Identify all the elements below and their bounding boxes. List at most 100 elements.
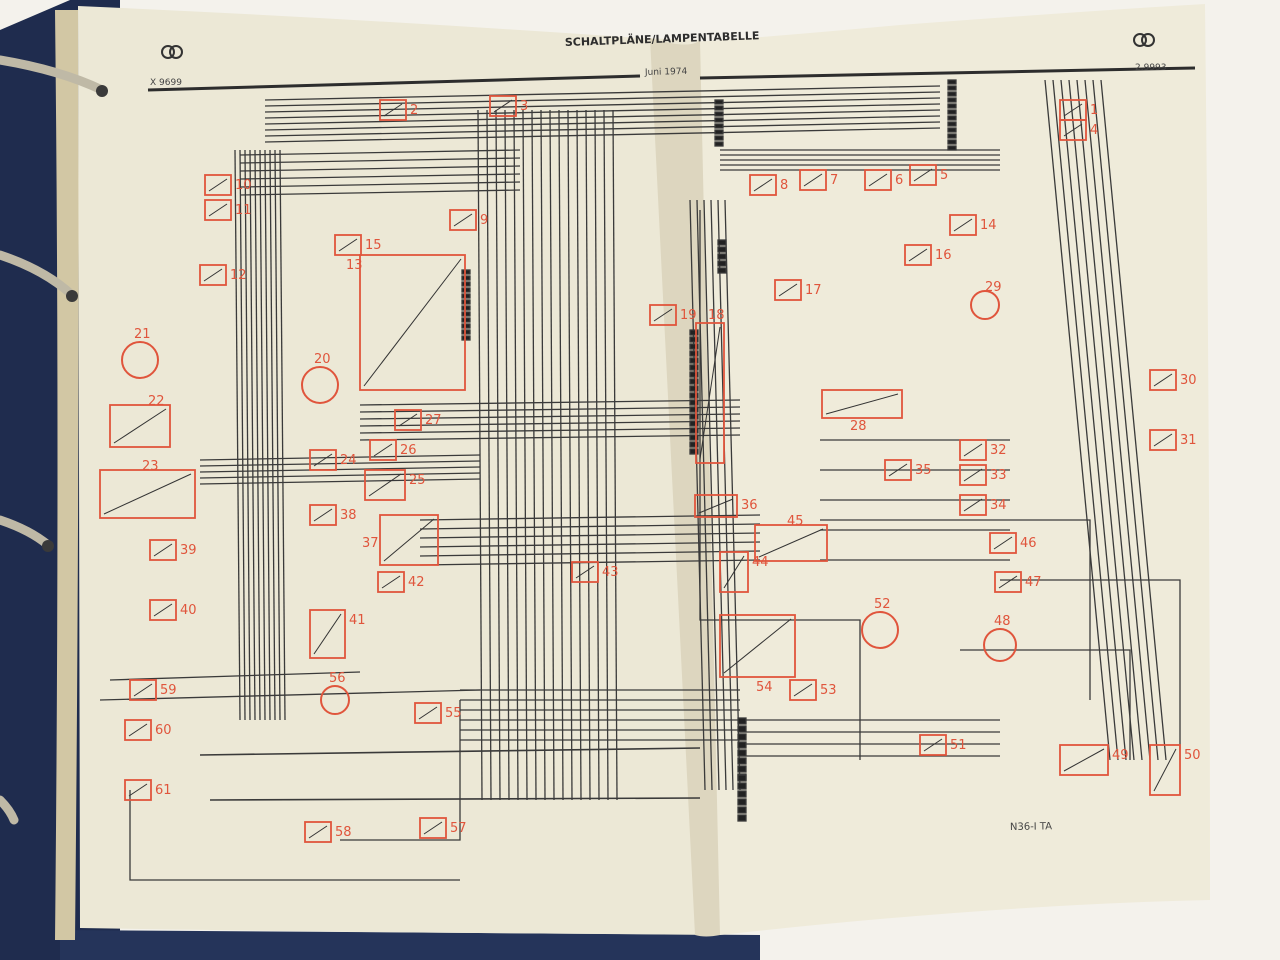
component-box	[1149, 744, 1181, 796]
component-15: 15	[334, 234, 382, 256]
component-box	[1149, 429, 1177, 451]
component-11: 11	[204, 199, 252, 221]
component-56: 56	[320, 671, 350, 715]
component-box	[109, 404, 171, 448]
component-box	[379, 99, 407, 121]
wire	[1100, 79, 1167, 761]
component-40: 40	[149, 599, 197, 621]
component-symbol	[383, 518, 435, 562]
connector-pin	[737, 774, 747, 782]
connector-pin	[461, 335, 471, 341]
component-box	[719, 551, 749, 593]
component-symbol	[1063, 748, 1105, 772]
component-number: 6	[895, 173, 903, 188]
component-number: 57	[450, 821, 467, 836]
wire	[239, 173, 521, 180]
component-number: 23	[142, 459, 159, 474]
component-number: 31	[1180, 433, 1197, 448]
component-box	[334, 234, 362, 256]
component-box	[959, 464, 987, 486]
connector-pin	[461, 323, 471, 329]
component-box	[959, 494, 987, 516]
component-symbol	[113, 408, 167, 444]
component-box	[377, 571, 405, 593]
wire	[239, 149, 521, 156]
component-symbol	[121, 341, 159, 379]
connector-pin	[689, 420, 699, 427]
component-number: 5	[940, 168, 948, 183]
component-number: 20	[314, 352, 331, 367]
connector-pin	[717, 253, 727, 260]
header-right-code: 2.9993	[1135, 63, 1167, 73]
component-box	[129, 679, 157, 701]
component-number: 9	[480, 213, 488, 228]
connector-pin	[947, 121, 957, 127]
component-number: 61	[155, 783, 172, 798]
component-box	[799, 169, 827, 191]
component-number: 1	[1090, 103, 1098, 118]
wire	[264, 103, 941, 119]
component-box	[994, 571, 1022, 593]
component-58: 58	[304, 821, 352, 843]
component-symbol	[208, 203, 228, 217]
component-6: 6	[864, 169, 903, 191]
component-57: 57	[419, 817, 467, 839]
component-symbol	[368, 473, 402, 497]
component-box	[695, 322, 725, 464]
connector-pin	[947, 103, 957, 109]
component-symbol	[208, 178, 228, 192]
wire	[264, 97, 941, 113]
wire	[274, 149, 281, 721]
wire	[1044, 79, 1111, 761]
component-symbol	[320, 685, 350, 715]
component-number: 10	[235, 178, 252, 193]
component-16: 16	[904, 244, 952, 266]
component-symbol	[313, 613, 342, 655]
connector-pin	[947, 109, 957, 115]
component-box	[821, 389, 903, 419]
component-box	[124, 719, 152, 741]
header-rule-left	[147, 74, 641, 92]
connector-pin	[737, 790, 747, 798]
component-number: 51	[950, 738, 967, 753]
component-symbol	[723, 618, 792, 674]
wire	[264, 115, 941, 131]
component-symbol	[338, 238, 358, 252]
component-31: 31	[1149, 429, 1197, 451]
component-symbol	[913, 168, 933, 182]
wire	[419, 514, 761, 521]
connector-pin	[689, 427, 699, 434]
component-42: 42	[377, 571, 425, 593]
wire	[359, 399, 741, 406]
component-number: 56	[329, 671, 346, 686]
component-symbol	[888, 463, 908, 477]
component-symbol	[103, 473, 192, 515]
component-box	[149, 599, 177, 621]
component-symbol	[908, 248, 928, 262]
component-21: 21	[121, 327, 159, 379]
component-number: 27	[425, 413, 442, 428]
wire	[199, 454, 481, 461]
component-symbol	[398, 413, 418, 427]
wire	[264, 127, 941, 143]
connector-pin	[737, 717, 747, 725]
connector-pin	[947, 85, 957, 91]
component-43: 43	[571, 561, 619, 583]
connector-pin	[689, 385, 699, 392]
connector-pin	[714, 99, 724, 105]
component-54: 54	[719, 614, 796, 695]
component-9: 9	[449, 209, 488, 231]
component-number: 48	[994, 614, 1011, 629]
component-box	[369, 439, 397, 461]
component-symbol	[453, 213, 473, 227]
component-number: 45	[787, 514, 804, 529]
component-37: 37	[362, 514, 439, 566]
connector-pin	[737, 798, 747, 806]
wire	[249, 149, 256, 721]
component-symbol	[575, 565, 595, 579]
component-number: 12	[230, 268, 247, 283]
wire	[264, 121, 941, 137]
component-34: 34	[959, 494, 1007, 516]
component-number: 2	[410, 103, 418, 118]
